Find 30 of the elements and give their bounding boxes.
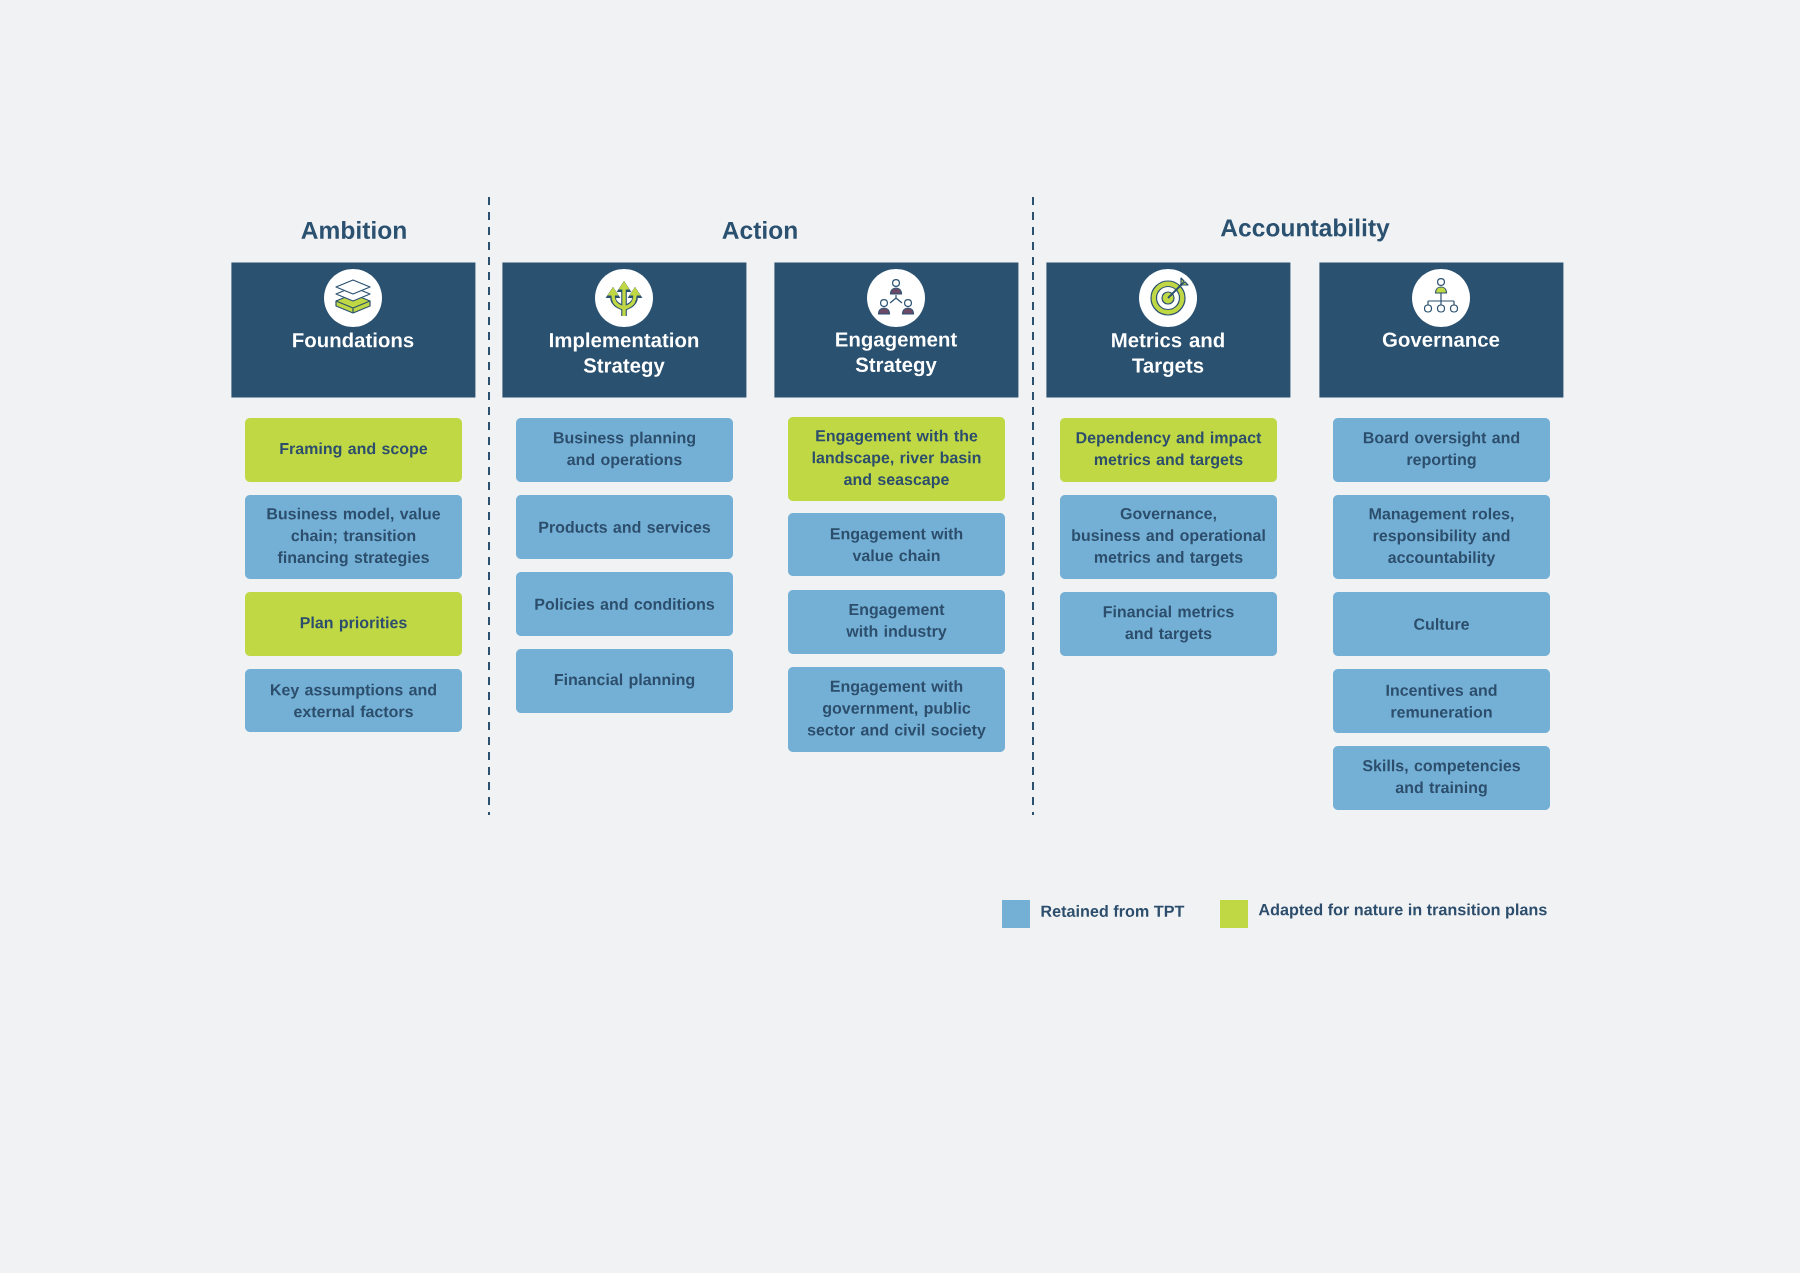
topic-box: Framing and scope <box>245 418 462 482</box>
group-heading: Action <box>722 220 797 240</box>
topic-box: Governance, business and operational metrics and targets <box>1060 495 1277 579</box>
topic-box: Board oversight and reporting <box>1333 418 1550 482</box>
column-header: Metrics and Targets <box>1046 262 1291 398</box>
topic-box: Engagement with government, public sector and civil society <box>788 667 1005 752</box>
legend-label: Adapted for nature in transition plans <box>1258 903 1547 919</box>
topic-box: Policies and conditions <box>516 572 733 636</box>
topic-box: Engagement with industry <box>788 590 1005 654</box>
topic-box: Financial metrics and targets <box>1060 592 1277 656</box>
topic-box: Engagement with the landscape, river basin and seascape <box>788 417 1005 501</box>
topic-box: Management roles, responsibility and accountability <box>1333 495 1550 579</box>
topic-box: Financial planning <box>516 649 733 713</box>
topic-box: Business model, value chain; transition financing strategies <box>245 495 462 579</box>
topic-box: Business planning and operations <box>516 418 733 482</box>
topic-box: Dependency and impact metrics and targets <box>1060 418 1277 482</box>
topic-box: Incentives and remuneration <box>1333 669 1550 733</box>
group-heading: Ambition <box>301 220 406 240</box>
topic-box: Plan priorities <box>245 592 462 656</box>
topic-box: Skills, competencies and training <box>1333 746 1550 810</box>
group-heading: Accountability <box>1220 218 1390 242</box>
column-header: Implementation Strategy <box>502 262 747 398</box>
topic-box: Engagement with value chain <box>788 513 1005 576</box>
topic-box: Key assumptions and external factors <box>245 669 462 732</box>
column-header: Foundations <box>231 262 476 398</box>
legend-label: Retained from TPT <box>1041 905 1185 917</box>
topic-box: Products and services <box>516 495 733 559</box>
column-header: Governance <box>1319 262 1564 398</box>
column-header: Engagement Strategy <box>774 262 1019 398</box>
topic-box: Culture <box>1333 592 1550 656</box>
